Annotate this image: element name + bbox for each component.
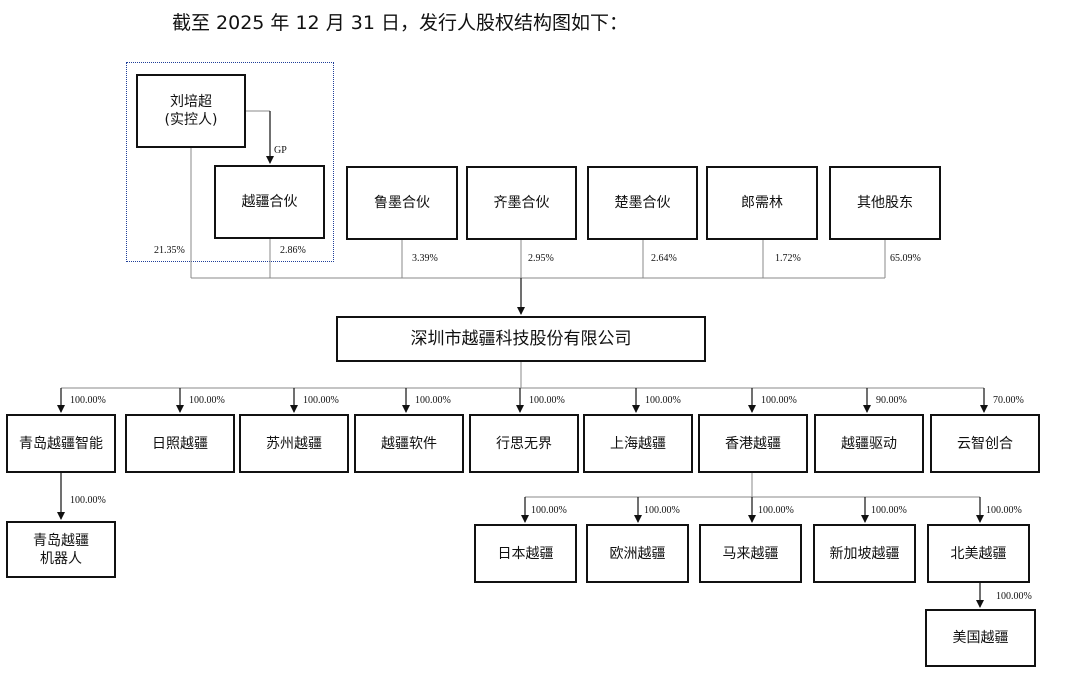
usa-sub: 美国越疆 <box>925 609 1036 667</box>
shareholder-0: 刘培超 (实控人) <box>136 74 246 148</box>
subsidiary-3-label: 越疆软件 <box>381 435 437 452</box>
controller-group-box <box>126 62 334 262</box>
shareholder-pct-4: 2.64% <box>651 253 677 264</box>
gp-label: GP <box>274 145 287 156</box>
shareholder-pct-5: 1.72% <box>775 253 801 264</box>
shareholder-pct-0: 21.35% <box>154 245 185 256</box>
shareholder-4-label: 楚墨合伙 <box>614 195 671 211</box>
qingdao-robot-label: 青岛越疆 机器人 <box>33 532 89 567</box>
subsidiary-6-label: 香港越疆 <box>725 435 781 452</box>
shareholder-0-label: 刘培超 (实控人) <box>164 94 218 128</box>
subsidiary-1: 日照越疆 <box>125 414 235 473</box>
hk-sub-0: 日本越疆 <box>474 524 577 583</box>
na-sub-pct: 100.00% <box>996 591 1032 602</box>
shareholder-pct-1: 2.86% <box>280 245 306 256</box>
shareholder-2-label: 鲁墨合伙 <box>374 195 430 211</box>
shareholder-pct-2: 3.39% <box>412 253 438 264</box>
subsidiary-4-label: 行思无界 <box>496 435 552 452</box>
shareholder-4: 楚墨合伙 <box>587 166 698 240</box>
hk-sub-pct-4: 100.00% <box>986 505 1022 516</box>
subsidiary-5-label: 上海越疆 <box>610 435 666 452</box>
subsidiary-pct-1: 100.00% <box>189 395 225 406</box>
subsidiary-2-label: 苏州越疆 <box>266 435 322 452</box>
subsidiary-pct-2: 100.00% <box>303 395 339 406</box>
subsidiary-2: 苏州越疆 <box>239 414 349 473</box>
shareholder-3: 齐墨合伙 <box>466 166 577 240</box>
hk-sub-4-label: 北美越疆 <box>950 545 1007 562</box>
hk-sub-1-label: 欧洲越疆 <box>609 545 666 562</box>
shareholder-1: 越疆合伙 <box>214 165 325 239</box>
page-title: 截至 2025 年 12 月 31 日，发行人股权结构图如下： <box>172 12 628 34</box>
hk-sub-2: 马来越疆 <box>699 524 802 583</box>
shareholder-6: 其他股东 <box>829 166 941 240</box>
shareholder-pct-6: 65.09% <box>890 253 921 264</box>
hk-sub-pct-3: 100.00% <box>871 505 907 516</box>
hk-sub-3: 新加坡越疆 <box>813 524 916 583</box>
hk-sub-2-label: 马来越疆 <box>722 545 779 562</box>
subsidiary-pct-3: 100.00% <box>415 395 451 406</box>
subsidiary-pct-6: 100.00% <box>761 395 797 406</box>
subsidiary-7-label: 越疆驱动 <box>841 435 897 452</box>
main-company: 深圳市越疆科技股份有限公司 <box>336 316 706 362</box>
shareholder-1-label: 越疆合伙 <box>241 194 298 210</box>
hk-sub-0-label: 日本越疆 <box>497 545 554 562</box>
subsidiary-6: 香港越疆 <box>698 414 808 473</box>
usa-sub-label: 美国越疆 <box>952 630 1009 646</box>
subsidiary-4: 行思无界 <box>469 414 579 473</box>
shareholder-5: 郎需林 <box>706 166 818 240</box>
main-company-label: 深圳市越疆科技股份有限公司 <box>410 329 632 349</box>
subsidiary-8: 云智创合 <box>930 414 1040 473</box>
subsidiary-1-label: 日照越疆 <box>152 435 208 452</box>
subsidiary-5: 上海越疆 <box>583 414 693 473</box>
subsidiary-pct-7: 90.00% <box>876 395 907 406</box>
subsidiary-0-label: 青岛越疆智能 <box>19 435 103 452</box>
subsidiary-8-label: 云智创合 <box>957 435 1013 452</box>
shareholder-pct-3: 2.95% <box>528 253 554 264</box>
subsidiary-pct-4: 100.00% <box>529 395 565 406</box>
subsidiary-pct-8: 70.00% <box>993 395 1024 406</box>
hk-sub-pct-0: 100.00% <box>531 505 567 516</box>
hk-sub-4: 北美越疆 <box>927 524 1030 583</box>
qingdao-robot: 青岛越疆 机器人 <box>6 521 116 578</box>
shareholder-5-label: 郎需林 <box>741 195 783 211</box>
shareholder-2: 鲁墨合伙 <box>346 166 458 240</box>
subsidiary-7: 越疆驱动 <box>814 414 924 473</box>
subsidiary-pct-5: 100.00% <box>645 395 681 406</box>
shareholder-3-label: 齐墨合伙 <box>493 195 550 211</box>
subsidiary-pct-0: 100.00% <box>70 395 106 406</box>
hk-sub-1: 欧洲越疆 <box>586 524 689 583</box>
hk-sub-pct-2: 100.00% <box>758 505 794 516</box>
subsidiary-0: 青岛越疆智能 <box>6 414 116 473</box>
subsidiary-3: 越疆软件 <box>354 414 464 473</box>
hk-sub-3-label: 新加坡越疆 <box>829 545 900 562</box>
hk-sub-pct-1: 100.00% <box>644 505 680 516</box>
shareholder-6-label: 其他股东 <box>857 195 913 211</box>
qingdao-sub-pct: 100.00% <box>70 495 106 506</box>
